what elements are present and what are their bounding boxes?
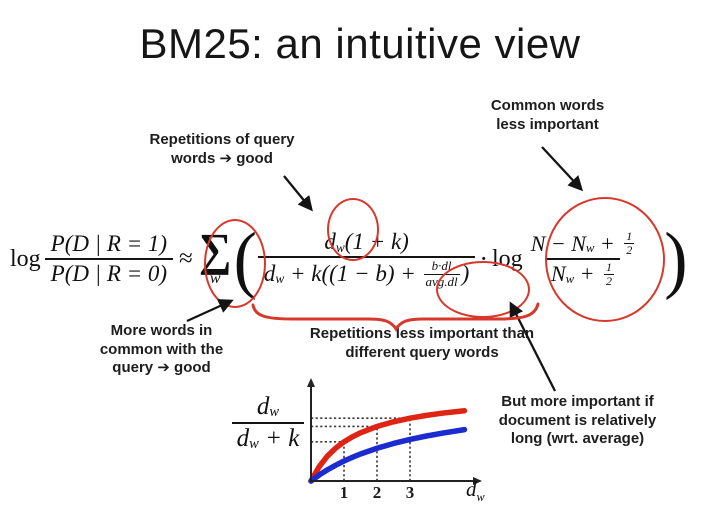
half-denominator: 2 [604, 273, 614, 288]
x-tick-1: 1 [339, 483, 349, 502]
approx-sign: ≈ [179, 245, 193, 272]
dw-subscript: w [476, 489, 485, 504]
dw-term: d [236, 425, 250, 452]
plot-svg [307, 378, 482, 485]
nw-subscript: w [585, 240, 595, 255]
dw-term: d [256, 393, 270, 420]
arrow-common-to-idf [541, 146, 584, 192]
annotation-common-words: Common words less important [490, 97, 605, 133]
half-denominator: 2 [624, 243, 635, 258]
one-half-fraction: 1 2 [604, 261, 614, 288]
dw-subscript: w [269, 404, 280, 420]
n-minus-nw: N − N [530, 230, 586, 256]
log-operator: log [492, 245, 523, 272]
half-numerator: 1 [606, 260, 612, 274]
plot-curves [308, 407, 468, 484]
dw-subscript: w [249, 436, 259, 452]
likelihood-numerator: P(D | R = 1) [50, 231, 168, 256]
one-half-fraction: 1 2 [624, 229, 635, 258]
dw-term: d [263, 261, 276, 286]
x-axis-arrowhead [473, 477, 482, 485]
plus-k: + k [258, 425, 300, 452]
open-paren: ( [233, 217, 257, 301]
page-title: BM25: an intuitive view [139, 20, 581, 67]
b-dl: b·dl [431, 258, 452, 274]
dw-term: d [324, 229, 336, 255]
likelihood-ratio-fraction: P(D | R = 1) P(D | R = 0) [44, 230, 174, 288]
dw-term: d [466, 477, 477, 501]
sum-over-words: ∑ w [198, 223, 232, 288]
curve-smaller-k-saturates-fast- [308, 407, 468, 484]
y-axis-arrowhead [307, 378, 315, 387]
plot-xlabel: dw [466, 477, 485, 504]
x-tick-2: 2 [372, 483, 382, 502]
length-norm-term: + k((1 − b) + [284, 261, 422, 286]
plus-sign: + [574, 261, 600, 287]
multiplication-dot: · [479, 244, 489, 273]
half-numerator: 1 [626, 229, 633, 244]
log-operator: log [10, 245, 41, 272]
annotation-repetitions-good: Repetitions of query words ➔ good [149, 131, 295, 167]
nw-term: N [550, 261, 566, 287]
avg-dl: avg.dl [423, 273, 460, 289]
sigma-symbol: ∑ [198, 223, 232, 275]
dw-subscript: w [335, 239, 345, 255]
x-tick-3: 3 [405, 483, 415, 502]
dw-subscript: w [275, 271, 285, 287]
likelihood-denominator: P(D | R = 0) [44, 258, 174, 288]
close-paren: ) [664, 217, 688, 301]
one-plus-k: (1 + k) [344, 229, 409, 255]
annotation-more-words-good: More words in common with the query ➔ go… [99, 322, 224, 377]
close-inner-paren: ) [461, 261, 470, 286]
annotation-repetitions-less-important: Repetitions less important than differen… [309, 325, 535, 361]
dl-over-avgdl-fraction: b·dl avg.dl [423, 258, 460, 289]
plus-sign: + [594, 230, 621, 256]
annotation-more-important-long-doc: But more important if document is relati… [498, 393, 657, 448]
nw-subscript: w [565, 271, 575, 286]
sigma-subscript: w [209, 270, 221, 288]
curve-larger-k-saturates-slowly- [308, 426, 468, 484]
